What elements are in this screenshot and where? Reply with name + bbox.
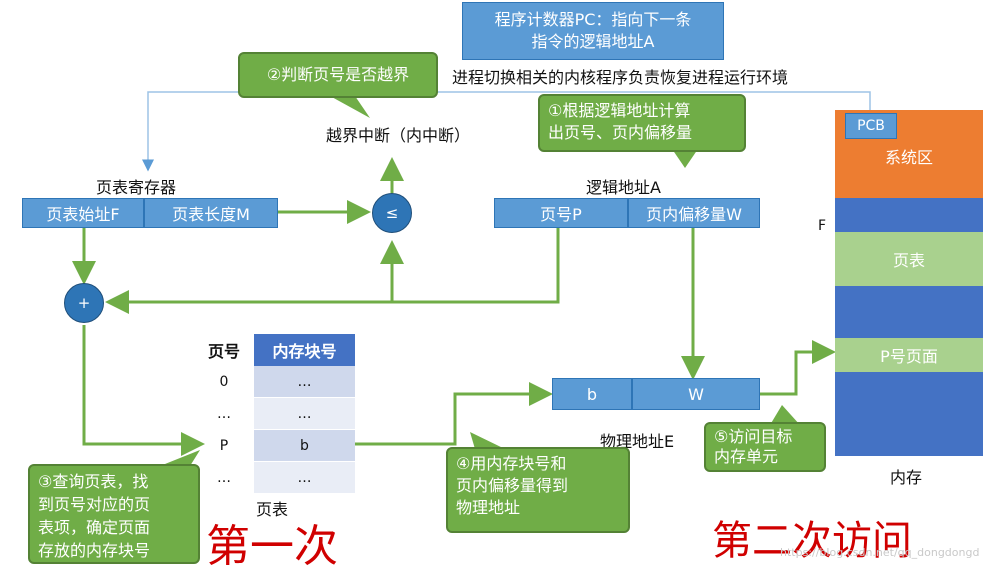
register-title: 页表寄存器 [96, 178, 177, 197]
memory-page-p-text: P号页面 [880, 347, 938, 366]
step3-callout: ③查询页表，找 到页号对应的页 表项，确定页面 存放的内存块号 [28, 464, 200, 564]
physical-b-text: b [586, 384, 598, 404]
arrow-physical-to-memory [760, 340, 836, 396]
step5-line2: 内存单元 [714, 447, 779, 466]
logical-page-text: 页号P [540, 205, 582, 224]
step5-line1: ⑤访问目标 [714, 427, 793, 446]
callout-pointer-3 [160, 450, 200, 466]
memory-label: 内存 [890, 468, 923, 487]
register-start-cell: 页表始址F [22, 198, 144, 228]
step3-line1: ③查询页表，找 [38, 472, 149, 491]
step4-callout: ④用内存块号和 页内偏移量得到 物理地址 [446, 447, 630, 533]
callout-pointer-4 [470, 432, 505, 449]
pt-row0-block: … [254, 366, 355, 397]
logical-offset-text: 页内偏移量W [646, 205, 742, 224]
watermark: https://blog.csdn.net/qq_dongdongd [780, 546, 980, 559]
register-start-text: 页表始址F [46, 205, 120, 224]
memory-system-area: 系统区 [835, 110, 983, 198]
memory-page-table-text: 页表 [892, 251, 925, 270]
pt-row2-block-text: b [300, 437, 309, 454]
kernel-note: 进程切换相关的内核程序负责恢复进程运行环境 [452, 68, 789, 87]
pt-row1-block-text: … [297, 405, 312, 422]
arrow-plus-to-row [82, 325, 205, 456]
handwriting-second: 第二次访问 [712, 518, 912, 564]
step3-line3: 表项，确定页面 [38, 518, 151, 537]
pt-header-page: 页号 [196, 334, 252, 366]
step4-line2: 页内偏移量得到 [456, 476, 569, 495]
memory-pcb: PCB [845, 113, 897, 139]
pt-row3-page-text: … [217, 469, 231, 486]
register-length-text: 页表长度M [172, 205, 250, 224]
pt-header-block-text: 内存块号 [272, 342, 337, 361]
pt-row3-block-text: … [297, 469, 312, 486]
physical-w-text: W [688, 384, 704, 404]
step3-line2: 到页号对应的页 [38, 495, 151, 514]
pt-header-block: 内存块号 [254, 334, 355, 366]
memory-page-p: P号页面 [835, 338, 983, 372]
logical-title: 逻辑地址A [586, 178, 661, 197]
pt-row1-page: … [196, 398, 252, 429]
step1-line1: ①根据逻辑地址计算 [548, 101, 691, 120]
callout-pointer-5 [770, 405, 800, 425]
compare-node: ≤ [372, 193, 412, 233]
restore-line [142, 91, 871, 172]
pt-row2-page-text: P [219, 437, 229, 454]
logical-offset-cell: 页内偏移量W [628, 198, 760, 228]
pt-row3-block: … [254, 462, 355, 493]
pt-row1-block: … [254, 398, 355, 429]
step2-text: ②判断页号是否越界 [266, 65, 410, 84]
pt-row0-page: 0 [196, 366, 252, 397]
pc-line1: 程序计数器PC：指向下一条 [494, 10, 692, 29]
register-length-cell: 页表长度M [144, 198, 278, 228]
pt-row2-page: P [196, 430, 252, 461]
step4-line1: ④用内存块号和 [456, 454, 567, 473]
memory-pcb-text: PCB [857, 118, 885, 134]
handwriting-first: 第一次 [206, 521, 338, 572]
step2-callout: ②判断页号是否越界 [238, 52, 438, 98]
step1-callout: ①根据逻辑地址计算 出页号、页内偏移量 [538, 94, 746, 152]
memory-page-table: 页表 [835, 232, 983, 286]
step1-line2: 出页号、页内偏移量 [548, 123, 693, 142]
pt-row3-page: … [196, 462, 252, 493]
pt-header-page-text: 页号 [207, 342, 240, 361]
step4-line3: 物理地址 [456, 498, 521, 517]
plus-node: + [64, 283, 104, 323]
step5-callout: ⑤访问目标 内存单元 [704, 422, 826, 472]
physical-b-cell: b [552, 378, 632, 410]
pt-label: 页表 [256, 500, 289, 519]
plus-symbol: + [77, 294, 91, 312]
memory-system-text: 系统区 [884, 148, 933, 167]
pt-row0-page-text: 0 [219, 373, 229, 390]
pt-row2-block: b [254, 430, 355, 461]
memory-f-label: F [818, 218, 827, 234]
physical-label: 物理地址E [600, 432, 675, 451]
arrow-page-to-compare [380, 228, 560, 304]
pt-row0-block-text: … [297, 373, 312, 390]
pc-box: 程序计数器PC：指向下一条 指令的逻辑地址A [462, 2, 724, 60]
logical-page-cell: 页号P [494, 198, 628, 228]
pc-line2: 指令的逻辑地址A [531, 32, 655, 51]
physical-w-cell: W [632, 378, 760, 410]
arrow-block-to-physical [355, 382, 553, 446]
pt-row1-page-text: … [217, 405, 231, 422]
callout-pointer-2 [330, 96, 370, 118]
compare-symbol: ≤ [385, 204, 399, 222]
interrupt-label: 越界中断（内中断） [326, 126, 471, 145]
step3-line4: 存放的内存块号 [38, 541, 151, 560]
